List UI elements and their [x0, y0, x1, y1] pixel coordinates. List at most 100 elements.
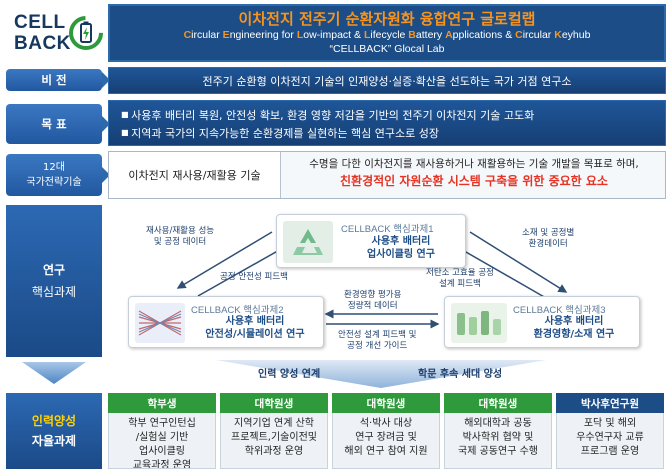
arrow-task1-to-task2: [176, 231, 273, 289]
flow-arrow-icon: [216, 360, 546, 388]
annotation-2-line2: 환경데이터: [528, 239, 568, 249]
hr-column: 대학원생 지역기업 연계 산학 프로젝트,기술이전및 학위과정 운영: [220, 393, 328, 469]
hr-column: 학부생 학부 연구인턴십 /실험실 기반 업사이클링 교육과정 운영: [108, 393, 216, 469]
hr-line: 지역기업 연계 산학: [234, 418, 314, 429]
hr-line: 석·박사 대상: [359, 418, 413, 429]
task2-body: 사용후 배터리 안전성/시뮬레이션 연구: [189, 315, 321, 341]
annotation-6: 안전성 설계 피드백 및 공정 개선 가이드: [338, 330, 417, 352]
subtitle-initial: E: [222, 29, 230, 41]
hr-line: 우수연구자 교류: [576, 432, 644, 443]
hr-column-body: 포닥 및 해외 우수연구자 교류 프로그램 운영: [556, 413, 664, 469]
hr-column-header: 대학원생: [444, 393, 552, 413]
subtitle-word: ngineering for: [229, 29, 297, 41]
strategy-tech: 이차전지 재사용/재활용 기술: [109, 152, 281, 198]
hr-column: 대학원생 석·박사 대상 연구 장려금 및 해외 연구 참여 지원: [332, 393, 440, 469]
recycle-icon: [283, 221, 333, 263]
subtitle-word: ircular: [522, 29, 555, 41]
subtitle-english-line2: “CELLBACK” Glocal Lab: [329, 43, 445, 55]
task3-title: CELLBACK 핵심과제3: [513, 305, 606, 316]
logo-text-cell: CELL: [14, 12, 66, 33]
hr-label-line2: 자율과제: [31, 434, 77, 448]
goal-item: 지역과 국가의 지속가능한 순환경제를 실현하는 핵심 연구소로 성장: [121, 124, 665, 142]
hr-line: 교육과정 운영: [132, 460, 192, 469]
core-task-2: CELLBACK 핵심과제2 사용후 배터리 안전성/시뮬레이션 연구: [128, 296, 324, 348]
hr-line: 박사학위 협약 및: [462, 432, 534, 443]
task3-body: 사용후 배터리 환경영향/소재 연구: [511, 315, 637, 341]
goal-arrow-icon: [102, 116, 110, 132]
goal-bar: 사용후 배터리 복원, 안전성 확보, 환경 영향 저감을 기반의 전주기 이차…: [108, 100, 666, 146]
annotation-5-line1: 환경영향 평가용: [344, 290, 402, 300]
annotation-3: 공정 안전성 피드백: [220, 272, 288, 282]
task3-body-line1: 사용후 배터리: [544, 316, 604, 327]
subtitle-initial: C: [515, 29, 523, 41]
battery-leaf-icon: [69, 16, 103, 50]
hr-line: 포닥 및 해외: [583, 418, 637, 429]
hr-column: 대학원생 해외대학과 공동 박사학위 협약 및 국제 공동연구 수행: [444, 393, 552, 469]
hr-column-body: 학부 연구인턴십 /실험실 기반 업사이클링 교육과정 운영: [108, 413, 216, 469]
subtitle-initial: L: [296, 29, 304, 41]
hr-column-header: 학부생: [108, 393, 216, 413]
core-task-3: CELLBACK 핵심과제3 사용후 배터리 환경영향/소재 연구: [444, 296, 640, 348]
goal-list: 사용후 배터리 복원, 안전성 확보, 환경 영향 저감을 기반의 전주기 이차…: [109, 101, 665, 142]
hr-column-body: 해외대학과 공동 박사학위 협약 및 국제 공동연구 수행: [444, 413, 552, 469]
hr-column-body: 석·박사 대상 연구 장려금 및 해외 연구 참여 지원: [332, 413, 440, 469]
subtitle-initial: L: [363, 29, 371, 41]
subtitle-word: ircular: [191, 29, 223, 41]
hr-line: 해외대학과 공동: [464, 418, 532, 429]
annotation-1: 재사용/재활용 성능 및 공정 데이터: [146, 226, 214, 248]
hr-line: 프로그램 운영: [580, 446, 640, 457]
logo-text-back: BACK: [14, 33, 71, 54]
core-task-1: CELLBACK 핵심과제1 사용후 배터리 업사이클링 연구: [276, 214, 466, 268]
environment-icon: [451, 303, 507, 343]
task2-title: CELLBACK 핵심과제2: [191, 305, 284, 316]
task2-body-line1: 사용후 배터리: [225, 316, 285, 327]
subtitle-word: ow-impact &: [303, 29, 364, 41]
annotation-2: 소재 및 공정별 환경데이터: [522, 228, 574, 250]
strategy-desc-line2: 친환경적인 자원순환 시스템 구축을 위한 중요한 요소: [340, 174, 608, 188]
annotation-5: 환경영향 평가용 정량적 데이터: [344, 290, 401, 312]
vision-bar: 전주기 순환형 이차전지 기술의 인재양성·실증·확산을 선도하는 국가 거점 …: [108, 67, 666, 94]
arrow-task1-to-task3: [469, 231, 568, 293]
flow-text-right: 학문 후속 세대 양성: [418, 369, 503, 380]
hr-column-header: 대학원생: [220, 393, 328, 413]
subtitle-word: eyhub: [561, 29, 591, 41]
down-chevron-icon: [22, 362, 86, 384]
annotation-2-line1: 소재 및 공정별: [522, 228, 575, 238]
subtitle-initial: A: [445, 29, 453, 41]
subtitle-word: ifecycle: [370, 29, 409, 41]
task1-title: CELLBACK 핵심과제1: [341, 224, 434, 235]
task1-body-line2: 업사이클링 연구: [367, 249, 435, 260]
annotation-1-line1: 재사용/재활용 성능: [146, 226, 215, 236]
strategy-desc-line1: 수명을 다한 이차전지를 재사용하거나 재활용하는 기술 개발을 목표로 하며,: [309, 158, 639, 170]
annotation-6-line1: 안전성 설계 피드백 및: [338, 330, 417, 340]
hr-line: 업사이클링: [139, 446, 185, 457]
arrow-task3-to-task1: [450, 243, 547, 299]
hr-line: 학위과정 운영: [244, 446, 304, 457]
strategy-label: 12대 국가전략기술: [6, 154, 102, 196]
research-label-line1: 연구: [42, 263, 66, 277]
hr-line: 프로젝트,기술이전및: [231, 432, 317, 443]
annotation-4: 저탄소 고효율 공정 설계 피드백: [426, 268, 494, 290]
hr-column: 박사후연구원 포닥 및 해외 우수연구자 교류 프로그램 운영: [556, 393, 664, 469]
research-label-line2: 핵심과제: [31, 285, 77, 299]
hr-line: 국제 공동연구 수행: [458, 446, 538, 457]
hr-column-header: 대학원생: [332, 393, 440, 413]
goal-label: 목 표: [6, 104, 102, 144]
strategy-label-line2: 국가전략기술: [26, 177, 82, 188]
cellback-logo: CELL BACK: [6, 6, 106, 56]
simulation-icon: [135, 303, 185, 343]
header-banner: 이차전지 전주기 순환자원화 융합연구 글로컬랩 Circular Engine…: [108, 4, 666, 62]
hr-column-header: 박사후연구원: [556, 393, 664, 413]
hr-line: 학부 연구인턴십: [128, 418, 196, 429]
vision-arrow-icon: [102, 72, 110, 88]
hr-line: 해외 연구 참여 지원: [344, 446, 428, 457]
hr-line: /실험실 기반: [135, 432, 189, 443]
subtitle-initial: K: [554, 29, 562, 41]
annotation-6-line2: 공정 개선 가이드: [347, 341, 408, 351]
hr-label: 인력양성 자율과제: [6, 393, 102, 469]
task1-body-line1: 사용후 배터리: [371, 236, 431, 247]
task1-body: 사용후 배터리 업사이클링 연구: [341, 235, 461, 261]
annotation-4-line2: 설계 피드백: [439, 279, 481, 289]
annotation-1-line2: 및 공정 데이터: [153, 237, 207, 247]
flow-text-left: 인력 양성 연계: [258, 369, 321, 380]
